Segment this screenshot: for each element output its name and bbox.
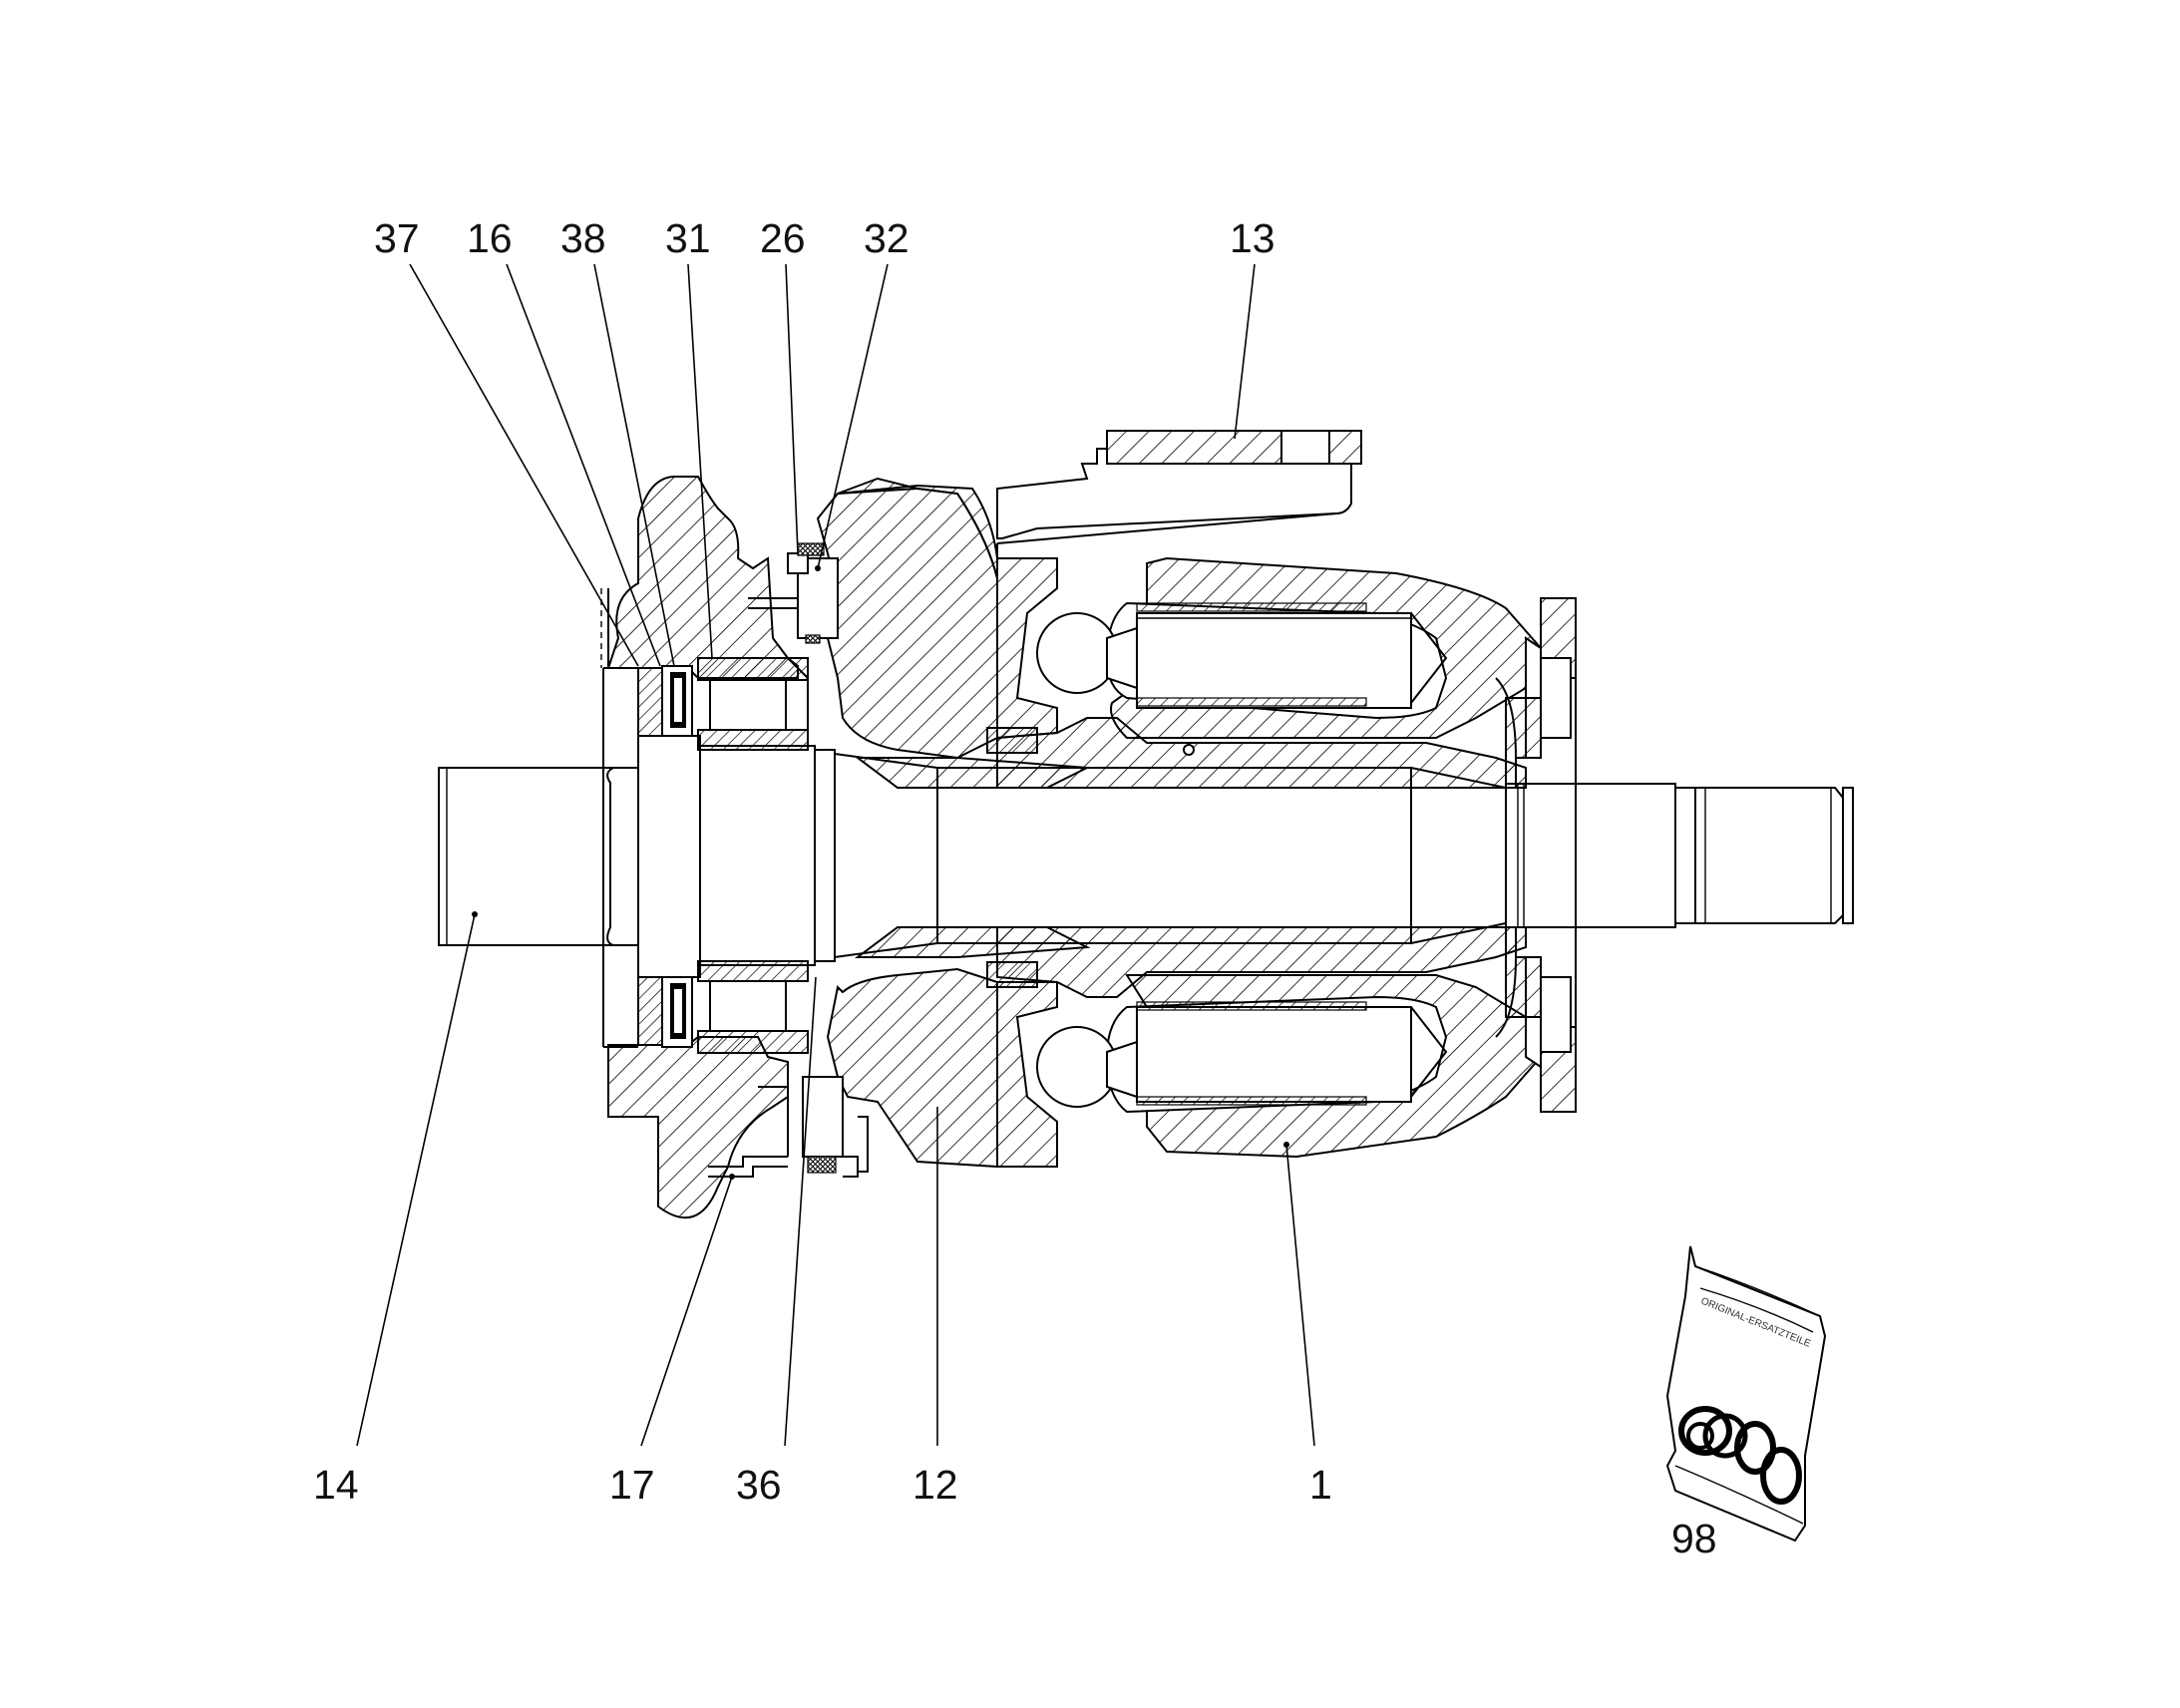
callout-1: 1	[1309, 1462, 1332, 1508]
port-plate-body	[708, 477, 998, 1178]
callout-17: 17	[609, 1462, 655, 1508]
callout-16: 16	[467, 215, 513, 261]
o-ring-set-icon	[1678, 1406, 1802, 1505]
shaft-seal	[637, 665, 693, 1048]
seal-kit-bag: ORIGINAL-ERSATZTEILE	[1665, 1245, 1827, 1542]
front-bearing	[697, 657, 809, 1054]
rear-end-cover	[1495, 597, 1577, 1113]
callout-98: 98	[1671, 1516, 1717, 1561]
upper-arm-13	[996, 430, 1362, 558]
callout-36: 36	[736, 1462, 782, 1508]
callout-13: 13	[1230, 215, 1275, 261]
callout-32: 32	[864, 215, 909, 261]
callout-labels: 37 16 38 31 26 32 13 14 17 36 12 1 98	[313, 215, 1717, 1561]
callout-37: 37	[374, 215, 420, 261]
callout-38: 38	[560, 215, 606, 261]
callout-12: 12	[912, 1462, 958, 1508]
callout-14: 14	[313, 1462, 359, 1508]
front-flange-housing	[600, 476, 799, 1219]
leader-lines	[356, 263, 1315, 1447]
drive-shaft	[438, 735, 1854, 978]
cylinder-group	[855, 556, 1543, 1168]
callout-31: 31	[665, 215, 711, 261]
callout-26: 26	[760, 215, 806, 261]
